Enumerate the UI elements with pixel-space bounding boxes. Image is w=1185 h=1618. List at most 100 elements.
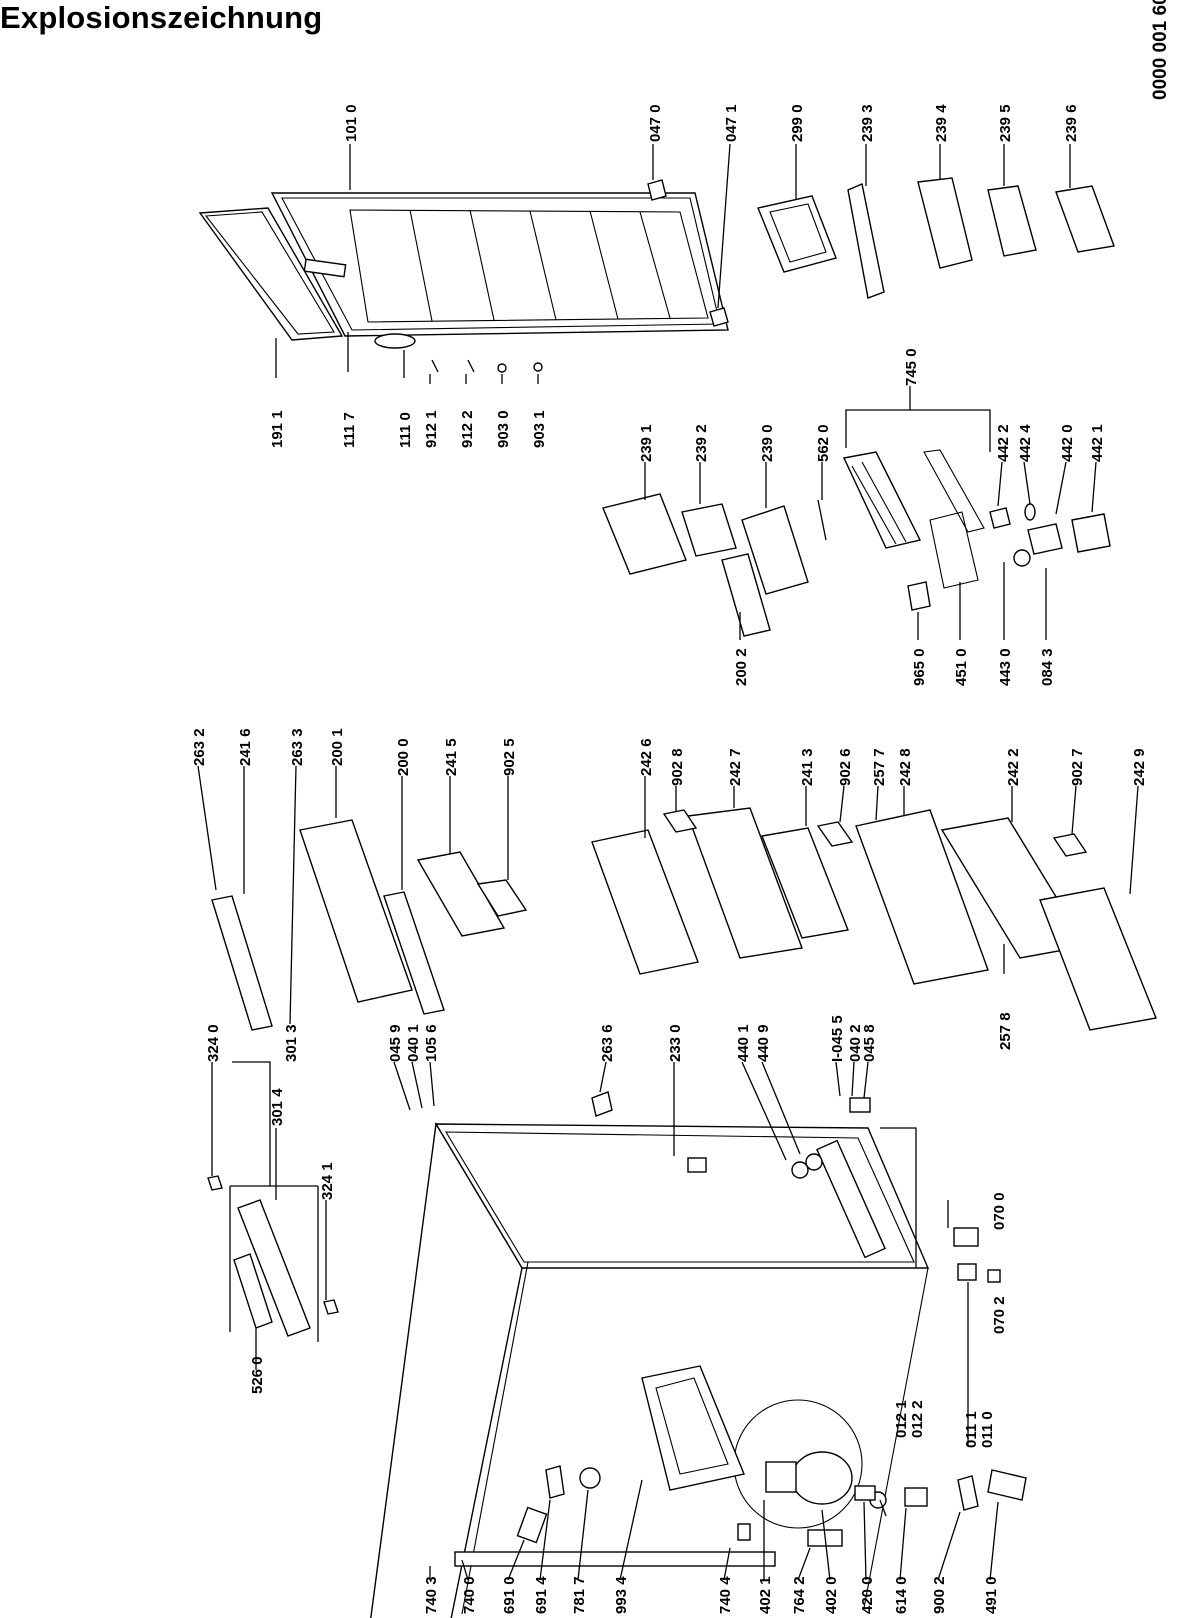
part-number-label: 242 9 (1131, 748, 1148, 786)
cabinet-body-part (370, 1121, 930, 1618)
part-number-label: 299 0 (789, 104, 806, 142)
part-number-label: 040 1 (405, 1024, 422, 1062)
part-number-label: I-045 5 (829, 1015, 846, 1062)
part-number-label: 324 0 (205, 1024, 222, 1062)
door-part (270, 192, 729, 349)
shelves-drawers-parts (211, 807, 1157, 1031)
part-number-label: 740 0 (461, 1576, 478, 1614)
part-number-label: 012 1 (893, 1400, 910, 1438)
part-number-label: 263 6 (599, 1024, 616, 1062)
part-number-label: 239 3 (859, 104, 876, 142)
part-number-label: 263 3 (289, 728, 306, 766)
part-number-label: 242 6 (638, 738, 655, 776)
part-number-label: 691 0 (501, 1576, 518, 1614)
part-number-label: 200 2 (733, 648, 750, 686)
part-number-label: 241 5 (443, 738, 460, 776)
part-number-label: 200 1 (329, 728, 346, 766)
leader-lines (197, 143, 1139, 1581)
part-number-label: 900 2 (931, 1576, 948, 1614)
part-number-label: 902 6 (837, 748, 854, 786)
part-number-label: 257 8 (997, 1012, 1014, 1050)
part-number-label: 040 2 (847, 1024, 864, 1062)
part-number-label: 047 1 (723, 104, 740, 142)
part-number-label: 200 0 (395, 738, 412, 776)
part-number-label: 241 3 (799, 748, 816, 786)
part-number-label: 101 0 (343, 104, 360, 142)
part-number-label: 239 0 (759, 424, 776, 462)
part-number-label: 402 0 (823, 1576, 840, 1614)
evaporator-part (842, 449, 985, 589)
part-number-label: 402 1 (757, 1576, 774, 1614)
page-title: Explosionszeichnung (0, 0, 323, 35)
part-number-label: 491 0 (983, 1576, 1000, 1614)
part-number-label: 263 2 (191, 728, 208, 766)
part-number-label: 420 0 (859, 1576, 876, 1614)
hinge-pin-part (709, 307, 729, 327)
part-number-label: 324 1 (319, 1162, 336, 1200)
part-number-label: 239 5 (997, 104, 1014, 142)
part-number-label: 233 0 (667, 1024, 684, 1062)
part-number-label: 012 2 (909, 1400, 926, 1438)
part-number-label: 993 4 (613, 1576, 630, 1614)
part-number-label: 451 0 (953, 648, 970, 686)
part-number-label: 242 2 (1005, 748, 1022, 786)
part-number-label: 764 2 (791, 1576, 808, 1614)
part-number-label: 301 3 (283, 1024, 300, 1062)
control-panel-parts (602, 493, 931, 637)
bottom-small-parts (516, 1091, 1027, 1547)
part-number-label: 903 1 (531, 410, 548, 448)
part-number-label: 111 7 (341, 412, 358, 448)
freezer-drawer-parts-top (757, 177, 1115, 299)
screws-part (431, 359, 543, 373)
part-number-label: 105 6 (423, 1024, 440, 1062)
part-number-label: 440 1 (735, 1024, 752, 1062)
part-number-label: 084 3 (1039, 648, 1056, 686)
part-number-label: 902 7 (1069, 748, 1086, 786)
part-number-label: 442 0 (1059, 424, 1076, 462)
part-number-label: 047 0 (647, 104, 664, 142)
part-number-label: 443 0 (997, 648, 1014, 686)
part-number-label: 526 0 (249, 1356, 266, 1394)
part-number-label: 440 9 (755, 1024, 772, 1062)
compressor-part (733, 1399, 887, 1529)
part-number-label: 912 1 (423, 410, 440, 448)
part-number-label: 614 0 (893, 1576, 910, 1614)
part-number-label: 301 4 (269, 1088, 286, 1126)
part-number-label: 070 0 (991, 1192, 1008, 1230)
part-number-label: 442 2 (995, 424, 1012, 462)
part-number-label: 965 0 (911, 648, 928, 686)
part-number-label: 442 4 (1017, 424, 1034, 462)
part-number-label: 239 6 (1063, 104, 1080, 142)
part-number-label: 111 0 (397, 412, 414, 448)
part-number-label: 740 4 (717, 1576, 734, 1614)
part-number-labels: 101 0 047 0 047 1 299 0 239 3 239 4 239 5 239 6… (191, 104, 1148, 1614)
part-number-label: 045 8 (861, 1024, 878, 1062)
hinge-cap-part (647, 179, 667, 201)
part-number-label: 239 4 (933, 104, 950, 142)
part-number-label: 011 1 (963, 1411, 980, 1448)
top-cover-parts (207, 1175, 339, 1342)
part-number-label: 191 1 (269, 410, 286, 448)
part-number-label: 781 7 (571, 1576, 588, 1614)
condenser-part (454, 1365, 776, 1567)
part-number-label: 239 1 (638, 424, 655, 462)
part-number-label: 239 2 (693, 424, 710, 462)
door-gasket-part (198, 207, 344, 341)
part-number-label: 740 3 (423, 1576, 440, 1614)
part-number-label: 070 2 (991, 1296, 1008, 1334)
part-number-label: 912 2 (459, 410, 476, 448)
part-number-label: 241 6 (237, 728, 254, 766)
part-number-label: 242 8 (897, 748, 914, 786)
part-number-label: 257 7 (871, 748, 888, 786)
part-number-label: 745 0 (903, 348, 920, 386)
part-number-label: 242 7 (727, 748, 744, 786)
thermostat-part (989, 503, 1111, 567)
part-number-label: 011 0 (979, 1411, 996, 1448)
part-number-label: 902 5 (501, 738, 518, 776)
part-number-label: 691 4 (533, 1576, 550, 1614)
part-number-label: 902 8 (669, 748, 686, 786)
part-number-label: 903 0 (495, 410, 512, 448)
part-number-label: 442 1 (1089, 424, 1106, 462)
part-number-label: 045 9 (387, 1024, 404, 1062)
